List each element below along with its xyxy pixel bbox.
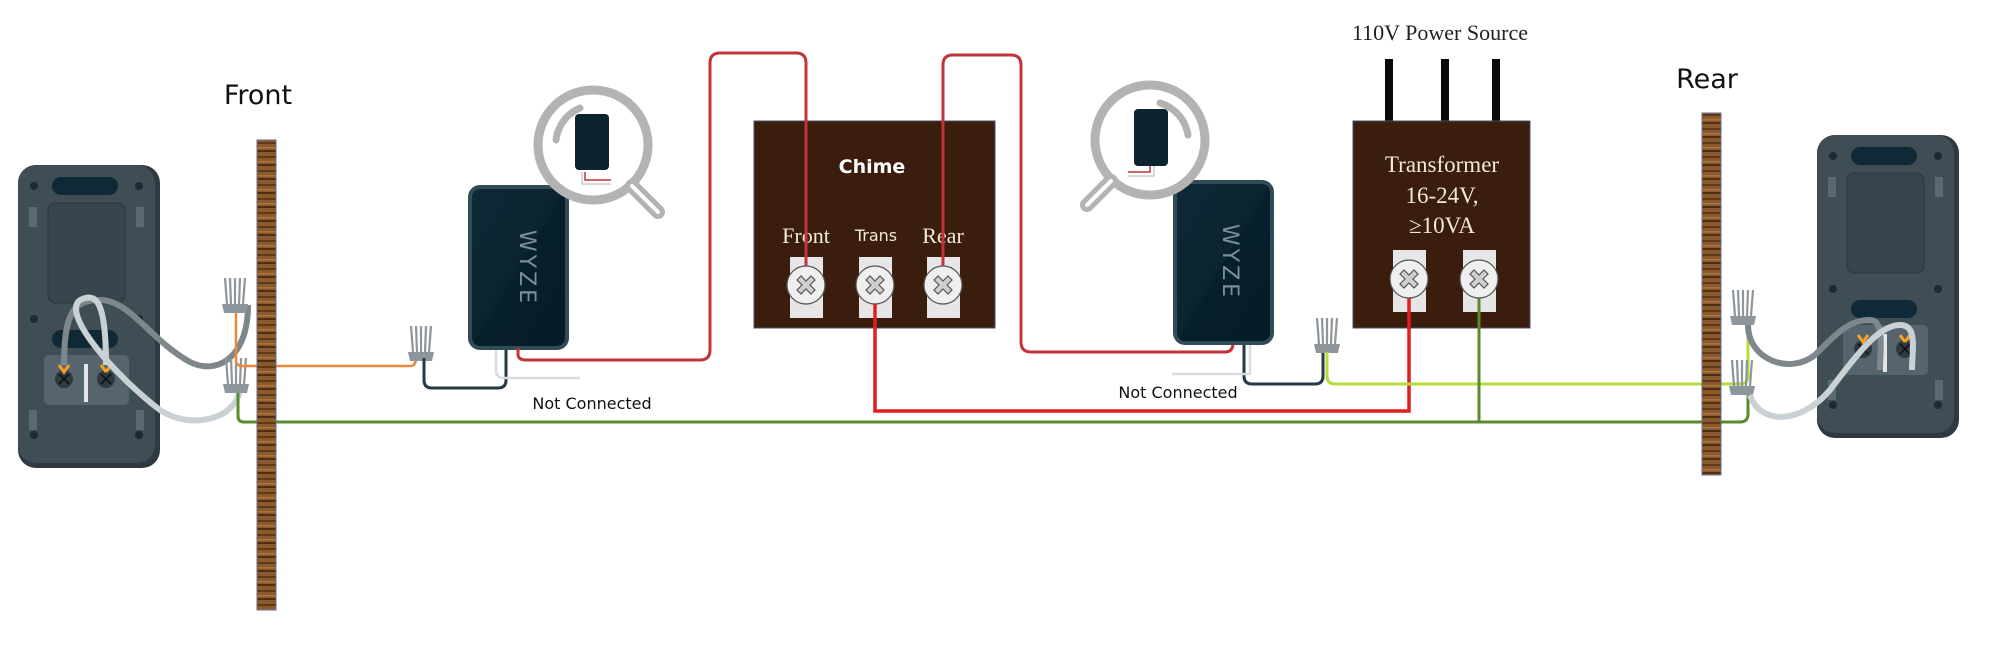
wire-red-trans (873, 298, 1411, 413)
wire-dark-left (422, 348, 508, 390)
wire-connector-rear-top (1728, 288, 1758, 327)
wire-connector-right-wyze (1312, 316, 1342, 355)
wire-orange (234, 313, 418, 368)
screw-icon-chime-rear (923, 265, 963, 305)
wire-not-connected-right (1172, 343, 1252, 376)
magnifier-icon-left (533, 85, 665, 219)
wire-connector-front-top (220, 276, 250, 315)
transformer-label: Transformer (1385, 152, 1499, 177)
wire-red-front (516, 51, 808, 362)
transformer-rating: ≥10VA (1409, 213, 1475, 238)
wire-connector-rear-bottom (1727, 358, 1757, 397)
front-wall (256, 139, 277, 611)
wyze-brand-right: WYZE (1217, 224, 1242, 300)
chime-terminal-label-trans: Trans (854, 226, 897, 245)
wire-dark-right (1242, 343, 1325, 386)
prong-1 (1385, 59, 1393, 121)
wire-red-rear (941, 53, 1235, 354)
screw-icon-chime-front (786, 265, 826, 305)
magnifier-icon-right (1080, 80, 1210, 212)
screw-icon-chime-trans (855, 265, 895, 305)
screw-icon-transformer-2 (1459, 259, 1499, 299)
power-source-label: 110V Power Source (1352, 20, 1528, 45)
rear-wall (1701, 112, 1722, 476)
wyze-brand-left: WYZE (514, 230, 539, 306)
wire-green-rear (1721, 395, 1750, 424)
prong-2 (1441, 59, 1449, 121)
screw-icon-transformer-1 (1389, 259, 1429, 299)
wire-connector-left-wyze (406, 324, 436, 363)
not-connected-label-left: Not Connected (532, 394, 651, 413)
rear-label: Rear (1676, 64, 1739, 95)
wire-not-connected-left (494, 348, 580, 380)
chime-title: Chime (839, 156, 906, 178)
prong-3 (1492, 59, 1500, 121)
rear-doorbell (1745, 133, 1961, 440)
transformer-box (1352, 120, 1531, 329)
wyze-module-right (1173, 180, 1274, 345)
wire-lime-rear (1721, 330, 1750, 386)
doorbell-lead-white-rear (1747, 321, 1916, 420)
wire-green-main (236, 393, 1702, 424)
wire-lime (1325, 352, 1702, 386)
front-label: Front (224, 80, 292, 111)
doorbell-lead-white (73, 294, 243, 424)
transformer-voltage: 16-24V, (1405, 183, 1478, 208)
not-connected-label-right: Not Connected (1118, 383, 1237, 402)
front-doorbell (16, 163, 251, 470)
